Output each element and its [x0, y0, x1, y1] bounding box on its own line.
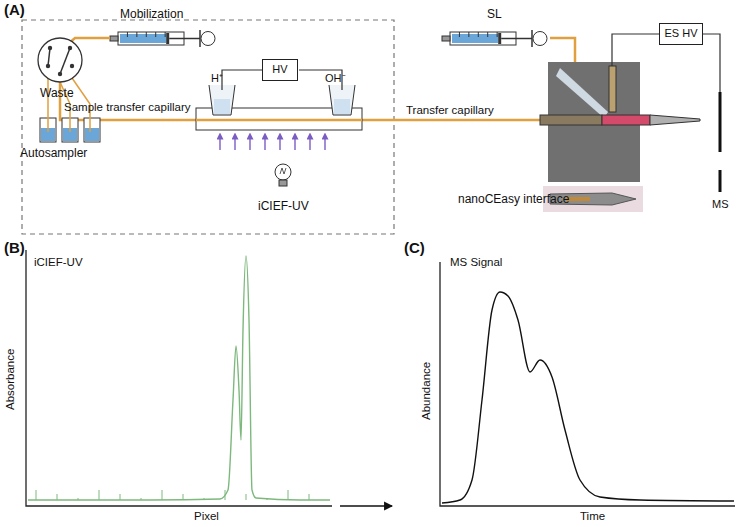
part-label: Waste [40, 87, 74, 100]
dashed-frame [22, 20, 394, 234]
part-label: MS [712, 198, 729, 210]
part-label: iCIEF-UV [258, 200, 309, 213]
part-label: iCIEF-UV [34, 256, 83, 269]
part-label: Time [580, 510, 605, 523]
voltage-supply-box: HV [262, 59, 298, 81]
mobilization-syringe [110, 30, 215, 47]
voltage-supply-box: ES HV [659, 23, 703, 45]
panel-letter: (A) [4, 2, 25, 19]
part-label: Pixel [194, 510, 219, 523]
panel-letter: (C) [404, 240, 425, 257]
part-label: Sample transfer capillary [64, 101, 191, 114]
part-label: Transfer capillary [406, 104, 494, 117]
part-label: Autosampler [20, 147, 87, 160]
charts [26, 250, 735, 506]
icief-cartridge [196, 70, 362, 186]
part-label: OH⁻ [325, 72, 346, 84]
part-label: Mobilization [120, 8, 183, 21]
nanoceasy-interface [540, 34, 720, 192]
panel-letter: (B) [4, 240, 25, 257]
box-label: HV [272, 64, 287, 76]
box-label: ES HV [664, 28, 697, 40]
part-label: MS Signal [450, 256, 502, 269]
part-label: nanoCEasy interface [458, 193, 569, 206]
rotary-valve [38, 38, 82, 82]
axis-title: Abundance [420, 362, 433, 420]
axis-title: Absorbance [4, 349, 17, 410]
sheath-liquid-syringe [442, 30, 547, 47]
part-label: SL [487, 8, 502, 21]
part-label: H⁺ [211, 72, 223, 84]
